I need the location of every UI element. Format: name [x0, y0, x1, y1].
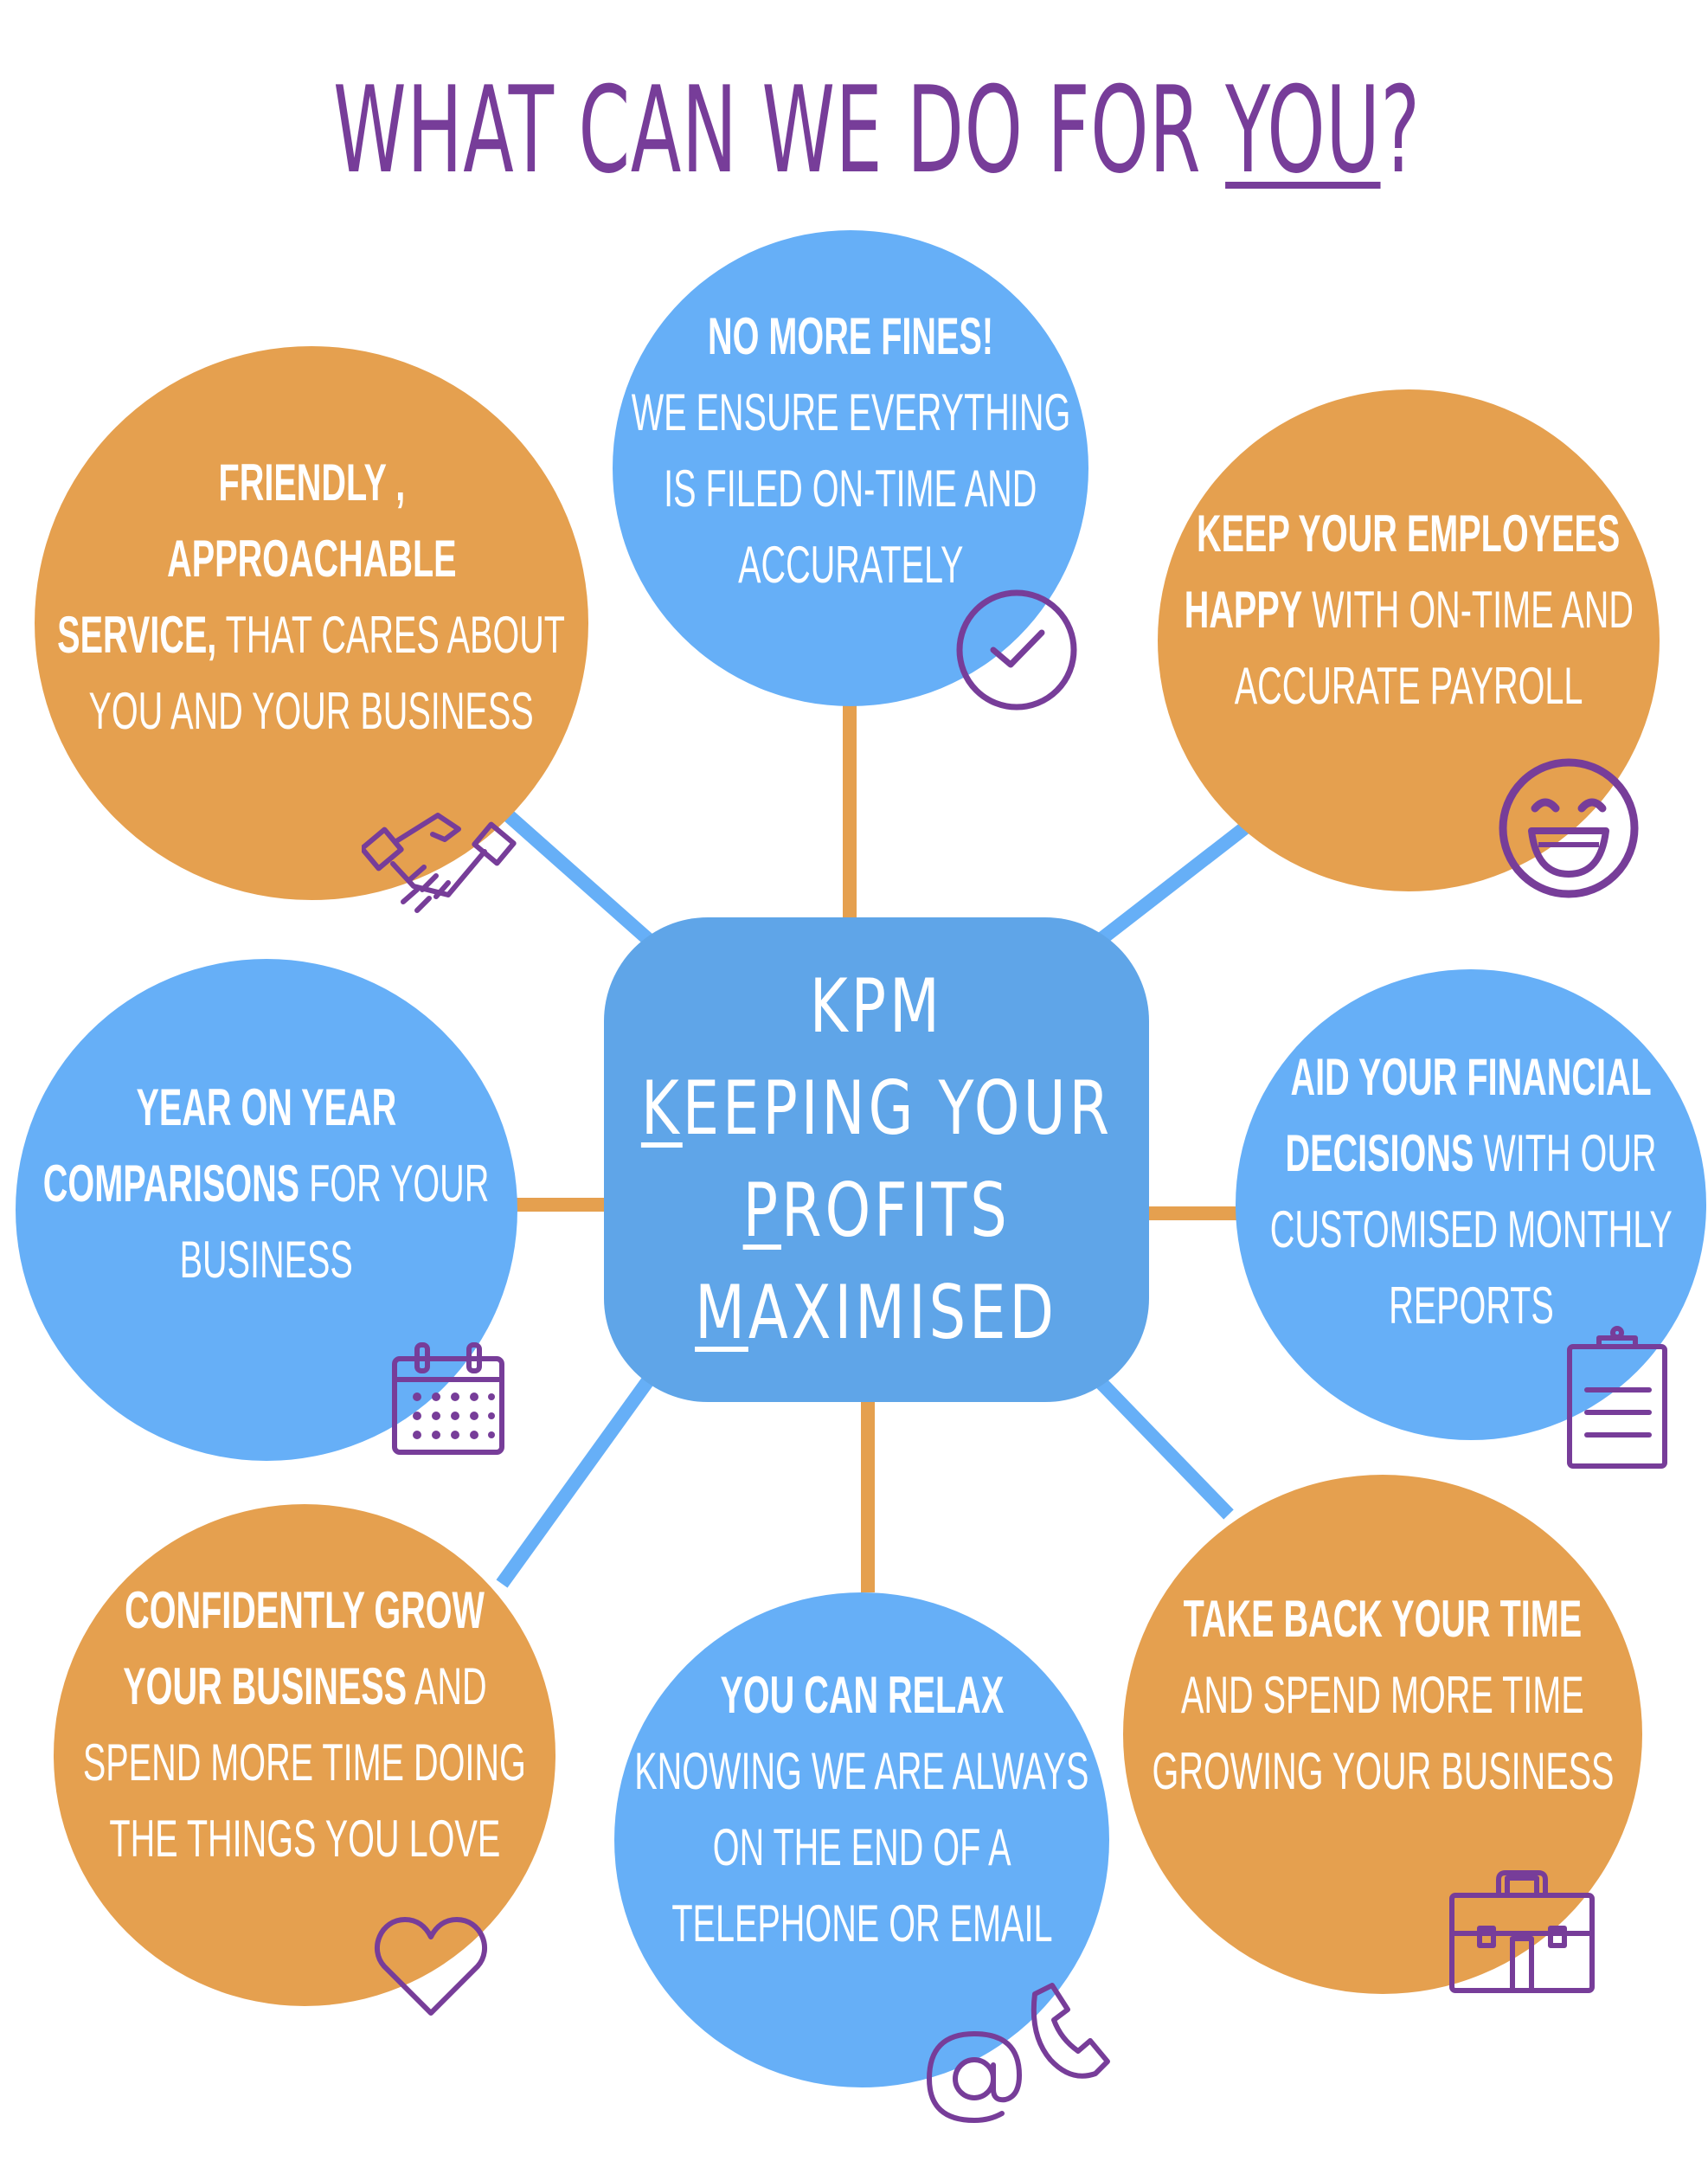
relax-line-2: KNOWING WE ARE ALWAYS — [634, 1742, 1089, 1800]
node-no-more-fines: NO MORE FINES! WE ENSURE EVERYTHING IS F… — [613, 230, 1088, 706]
title-main: WHAT CAN WE DO FOR — [333, 61, 1226, 200]
grow-line-2: YOUR BUSINESS AND — [122, 1657, 487, 1715]
year-line-2: COMPARISONS FOR YOUR — [43, 1155, 490, 1212]
friendly-line-2: APPROACHABLE — [166, 530, 457, 588]
grow-line-4: THE THINGS YOU LOVE — [109, 1810, 500, 1868]
year-line-3: BUSINESS — [179, 1231, 354, 1289]
node-take-back-time: TAKE BACK YOUR TIME AND SPEND MORE TIME … — [1123, 1475, 1642, 1994]
time-line-3: GROWING YOUR BUSINESS — [1152, 1742, 1614, 1800]
node-financial-decisions: AID YOUR FINANCIAL DECISIONS WITH OUR CU… — [1236, 969, 1706, 1440]
time-line-2: AND SPEND MORE TIME — [1181, 1666, 1584, 1724]
fines-line-3: IS FILED ON-TIME AND — [664, 460, 1037, 518]
time-line-1: TAKE BACK YOUR TIME — [1183, 1590, 1583, 1648]
financial-line-2: DECISIONS WITH OUR — [1285, 1124, 1657, 1182]
grow-line-1: CONFIDENTLY GROW — [125, 1581, 485, 1639]
financial-line-1: AID YOUR FINANCIAL — [1290, 1048, 1652, 1106]
page-title: WHAT CAN WE DO FOR YOU? — [0, 61, 1708, 200]
title-end: ? — [1380, 61, 1421, 200]
hub-heading: KPM — [809, 963, 944, 1050]
node-friendly-service: FRIENDLY , APPROACHABLE SERVICE, THAT CA… — [35, 346, 588, 900]
at-sign-phone-icon — [927, 1983, 1110, 2123]
handshake-icon — [362, 813, 517, 913]
connector-grow — [496, 1363, 664, 1588]
heart-icon — [374, 1917, 488, 2016]
node-happy-employees: KEEP YOUR EMPLOYEES HAPPY WITH ON-TIME A… — [1158, 389, 1660, 891]
friendly-line-3: SERVICE, THAT CARES ABOUT — [57, 606, 566, 664]
fines-line-4: ACCURATELY — [737, 536, 964, 594]
connector-employees — [1086, 807, 1268, 954]
financial-line-3: CUSTOMISED MONTHLY — [1269, 1200, 1673, 1258]
checkmark-circle-icon — [956, 589, 1077, 711]
fines-line-1: NO MORE FINES! — [707, 307, 993, 365]
employees-line-1: KEEP YOUR EMPLOYEES — [1197, 505, 1621, 563]
year-line-1: YEAR ON YEAR — [136, 1078, 397, 1136]
smiley-face-icon — [1499, 758, 1639, 898]
connector-time — [1089, 1371, 1234, 1520]
hub-line-keeping: KEEPING YOUR — [640, 1065, 1113, 1152]
relax-line-1: YOU CAN RELAX — [720, 1666, 1004, 1724]
hub-line-maximised: MAXIMISED — [695, 1270, 1058, 1356]
hub-line-profits: PROFITS — [742, 1167, 1011, 1254]
calendar-icon — [392, 1342, 504, 1455]
fines-line-2: WE ENSURE EVERYTHING — [631, 383, 1070, 441]
grow-line-3: SPEND MORE TIME DOING — [83, 1733, 526, 1791]
kpm-hub: KPM KEEPING YOUR PROFITS MAXIMISED — [604, 917, 1149, 1402]
node-you-can-relax: YOU CAN RELAX KNOWING WE ARE ALWAYS ON T… — [614, 1592, 1109, 2087]
employees-line-2: HAPPY WITH ON-TIME AND — [1184, 581, 1634, 639]
title-emphasis: YOU — [1225, 61, 1381, 200]
friendly-line-1: FRIENDLY , — [218, 453, 405, 511]
friendly-line-4: YOU AND YOUR BUSINESS — [88, 682, 535, 740]
relax-line-3: ON THE END OF A — [712, 1818, 1011, 1876]
employees-line-3: ACCURATE PAYROLL — [1234, 657, 1583, 715]
connector-friendly — [501, 808, 663, 953]
relax-line-4: TELEPHONE OR EMAIL — [671, 1894, 1053, 1952]
clipboard-icon — [1567, 1326, 1667, 1469]
briefcase-icon — [1449, 1870, 1595, 1993]
financial-line-4: REPORTS — [1388, 1277, 1554, 1335]
